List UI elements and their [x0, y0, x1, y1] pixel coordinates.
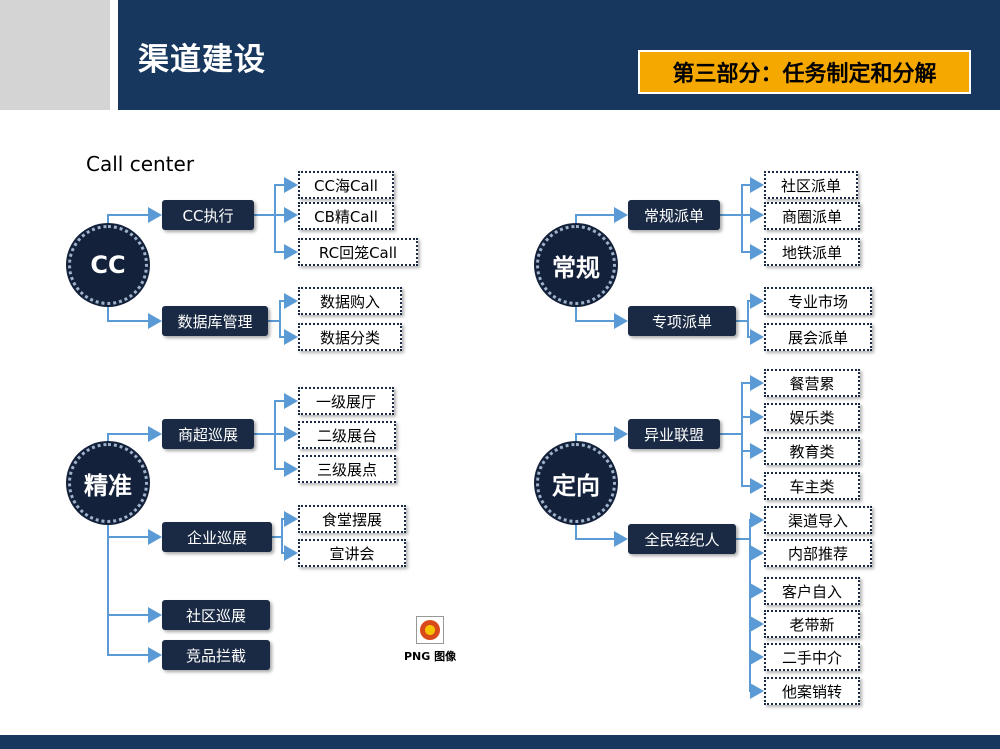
- leaf-secondhand-agent: 二手中介: [764, 643, 860, 671]
- jingzhun-circle: 精准: [68, 443, 148, 523]
- leaf-education: 教育类: [764, 437, 860, 465]
- leaf-community-flyer: 社区派单: [764, 171, 858, 199]
- changgui-circle: 常规: [536, 225, 616, 305]
- leaf-channel-import: 渠道导入: [764, 506, 872, 534]
- leaf-metro-flyer: 地铁派单: [764, 238, 860, 266]
- node-enterprise-tour: 企业巡展: [162, 522, 272, 552]
- dingxiang-circle: 定向: [536, 443, 616, 523]
- node-cc-execute: CC执行: [162, 200, 254, 230]
- page-title: 渠道建设: [138, 42, 266, 78]
- leaf-expo-flyer: 展会派单: [764, 323, 872, 351]
- leaf-entertainment: 娱乐类: [764, 403, 860, 431]
- node-special-flyer: 专项派单: [628, 306, 736, 336]
- leaf-level2-booth: 二级展台: [298, 421, 396, 449]
- leaf-car-owner: 车主类: [764, 472, 860, 500]
- leaf-seminar: 宣讲会: [298, 539, 406, 567]
- node-community-tour: 社区巡展: [162, 600, 270, 630]
- section-badge: 第三部分：任务制定和分解: [638, 50, 971, 94]
- leaf-canteen-booth: 食堂摆展: [298, 505, 406, 533]
- leaf-other-project: 他案销转: [764, 677, 860, 705]
- leaf-level3-point: 三级展点: [298, 455, 396, 483]
- cc-subtitle: Call center: [86, 152, 195, 176]
- leaf-data-classify: 数据分类: [298, 323, 402, 351]
- footer-bar: [0, 735, 1000, 749]
- png-image-label: PNG 图像: [404, 650, 457, 663]
- leaf-dining: 餐营累: [764, 369, 860, 397]
- leaf-old-bring-new: 老带新: [764, 610, 860, 638]
- node-competitor-intercept: 竞品拦截: [162, 640, 270, 670]
- leaf-cb-jing-call: CB精Call: [298, 202, 394, 230]
- leaf-cc-hai-call: CC海Call: [298, 171, 394, 199]
- png-image-icon[interactable]: [416, 616, 444, 644]
- node-mall-tour: 商超巡展: [162, 419, 254, 449]
- leaf-level1-hall: 一级展厅: [298, 387, 394, 415]
- leaf-data-purchase: 数据购入: [298, 287, 402, 315]
- leaf-rc-call: RC回笼Call: [298, 238, 418, 266]
- cc-circle: CC: [68, 225, 148, 305]
- header-gray-block: [0, 0, 110, 110]
- flower-thumbnail-icon: [420, 620, 440, 640]
- node-referral-agent: 全民经纪人: [628, 524, 736, 554]
- leaf-self-visit: 客户自入: [764, 577, 860, 605]
- node-alliance: 异业联盟: [628, 419, 720, 449]
- leaf-internal-referral: 内部推荐: [764, 539, 872, 567]
- leaf-business-flyer: 商圈派单: [764, 202, 860, 230]
- node-database-mgmt: 数据库管理: [162, 306, 268, 336]
- node-regular-flyer: 常规派单: [628, 200, 720, 230]
- leaf-specialty-market: 专业市场: [764, 287, 872, 315]
